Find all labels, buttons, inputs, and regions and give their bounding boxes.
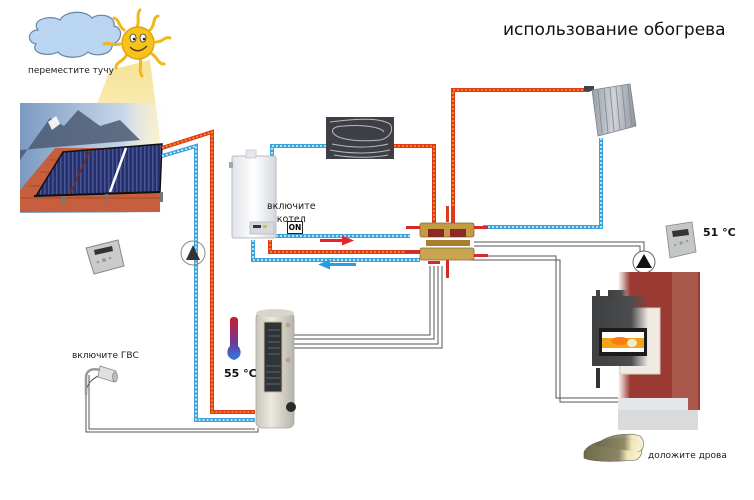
sun-icon (102, 8, 172, 78)
cloud-label: переместите тучу (28, 66, 114, 76)
solar-loop-pipes (161, 129, 255, 422)
boiler-on-button[interactable]: ON (287, 221, 303, 234)
page-title: использование обогрева (503, 20, 726, 40)
floor-heating-coil[interactable] (326, 117, 394, 159)
boiler-pipes (251, 240, 420, 262)
cloud-icon[interactable] (28, 11, 122, 58)
tank-manifold-pipes (292, 266, 443, 349)
solar-collector (20, 103, 170, 213)
firewood-icon[interactable] (583, 433, 644, 462)
thermometer-icon (227, 317, 241, 360)
hot-water-label: включите ГВС (72, 351, 139, 361)
tank-temperature: 55 °C (224, 367, 257, 380)
flow-arrow-cold (318, 259, 356, 270)
shower-head-icon[interactable] (84, 365, 118, 395)
radiator-icon[interactable] (584, 83, 637, 137)
fireplace-pump-icon[interactable] (632, 250, 656, 274)
fireplace-controller-icon[interactable] (665, 221, 697, 259)
fireplace[interactable] (592, 272, 700, 430)
solar-controller-icon[interactable] (85, 239, 125, 275)
boiler-label-line1: включите (267, 201, 316, 212)
manifold-icon[interactable] (406, 206, 488, 278)
boiler-label-line2: котел (276, 214, 306, 225)
gas-boiler (229, 149, 277, 239)
radiator-pipes (451, 88, 603, 229)
fireplace-temperature: 51 °C (703, 226, 736, 239)
flow-arrow-hot (320, 235, 354, 246)
boiler-label: включите котел (267, 200, 316, 226)
hot-water-pipe (85, 374, 259, 433)
solar-pump-icon[interactable] (180, 240, 206, 266)
boiler-tank (255, 309, 296, 429)
firewood-label: доложите дрова (648, 451, 727, 461)
